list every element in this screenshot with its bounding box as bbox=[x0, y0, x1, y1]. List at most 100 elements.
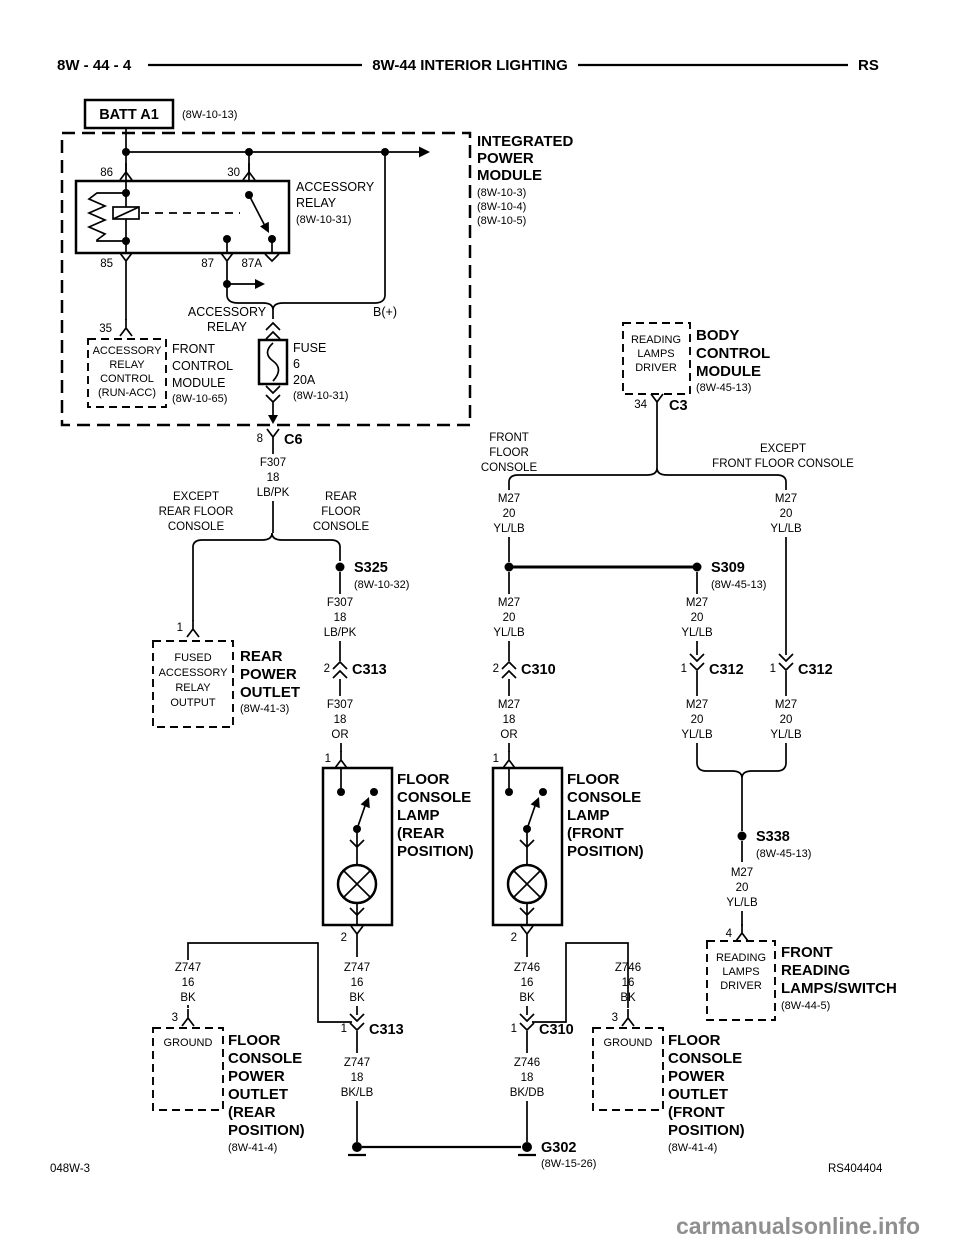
relay-name: RELAY bbox=[296, 196, 337, 210]
relay-pin87a-icon bbox=[264, 253, 280, 262]
relay-box bbox=[74, 179, 291, 255]
ground-box-label: GROUND bbox=[164, 1037, 213, 1049]
s338-splice-icon bbox=[737, 831, 747, 841]
s309-name: S309 bbox=[711, 560, 745, 576]
bplus-label: B(+) bbox=[373, 305, 397, 319]
page-title: 8W-44 INTERIOR LIGHTING bbox=[372, 57, 568, 74]
branch-label: FLOOR bbox=[489, 447, 529, 459]
floor-console-lamp-rear: 1 2 FLOOR CONSOLE LAMP (REAR POSITION) bbox=[321, 750, 474, 944]
g302-ref: (8W-15-26) bbox=[541, 1158, 596, 1170]
ground-pin-label: 3 bbox=[612, 1012, 618, 1024]
c6-pin-label: 8 bbox=[257, 433, 263, 445]
battery-bus bbox=[122, 146, 430, 158]
wire-gauge: 20 bbox=[736, 882, 749, 894]
fcm-function: ACCESSORY bbox=[93, 345, 163, 357]
bcm-function: LAMPS bbox=[637, 348, 674, 360]
ipm-ref: (8W-10-3) bbox=[477, 187, 526, 199]
s325-splice-icon bbox=[335, 562, 345, 572]
wire-gauge: 18 bbox=[521, 1072, 534, 1084]
c3-name: C3 bbox=[669, 398, 688, 414]
lamp-name: CONSOLE bbox=[567, 789, 641, 806]
lamp-pin2-icon bbox=[520, 925, 534, 944]
wire-color: BK bbox=[180, 992, 196, 1004]
s309-ref: (8W-45-13) bbox=[711, 579, 766, 591]
lamp-name: LAMP bbox=[397, 807, 440, 824]
rpo-name: REAR bbox=[240, 648, 283, 665]
relay-name: ACCESSORY bbox=[296, 180, 375, 194]
ipm-name: POWER bbox=[477, 150, 534, 167]
wire-code: Z746 bbox=[514, 1057, 540, 1069]
bus-arrow-icon bbox=[419, 146, 430, 158]
rear-outlet-ground-pin-icon bbox=[181, 1008, 195, 1027]
c310-name: C310 bbox=[521, 662, 556, 678]
branch-label: FRONT bbox=[489, 432, 529, 444]
bcm-name: MODULE bbox=[696, 363, 761, 380]
wire-color: OR bbox=[331, 729, 348, 741]
frls-pin-label: 4 bbox=[726, 928, 733, 940]
relay-pin87-label: 87 bbox=[201, 258, 214, 270]
lamp-switch-arm bbox=[526, 805, 536, 830]
wire-color: YL/LB bbox=[681, 627, 713, 639]
front-outlet-name: POSITION) bbox=[668, 1122, 745, 1139]
wire-gauge: 20 bbox=[691, 714, 704, 726]
c313-name: C313 bbox=[369, 1022, 404, 1038]
c312-name: C312 bbox=[709, 662, 744, 678]
branch-label: EXCEPT bbox=[173, 491, 219, 503]
rpo-function: RELAY bbox=[175, 682, 211, 694]
rear-power-outlet: 1 FUSED ACCESSORY RELAY OUTPUT REAR POWE… bbox=[152, 546, 300, 728]
bcm-ref: (8W-45-13) bbox=[696, 382, 751, 394]
bcm-function: READING bbox=[631, 334, 681, 346]
frls-function-box bbox=[706, 940, 776, 1021]
wire-code: M27 bbox=[775, 493, 797, 505]
s338-merge: S338 (8W-45-13) M27 20 YL/LB 4 READING L… bbox=[696, 763, 897, 1021]
lamp-name: FLOOR bbox=[567, 771, 620, 788]
relay-output-arrow-icon bbox=[255, 279, 265, 289]
wire-code: Z747 bbox=[344, 962, 370, 974]
lamp-pin2-icon bbox=[350, 925, 364, 944]
branch-label: EXCEPT bbox=[760, 443, 806, 455]
front-outlet-ground-box bbox=[592, 1027, 664, 1111]
footer-drawing-code: 048W-3 bbox=[50, 1163, 90, 1175]
relay-pin87-icon bbox=[220, 252, 234, 271]
front-branch-split: FRONT FLOOR CONSOLE EXCEPT FRONT FLOOR C… bbox=[481, 432, 854, 482]
wire-gauge: 18 bbox=[351, 1072, 364, 1084]
s309-column: S309 (8W-45-13) M27 20 YL/LB 1 C312 M27 … bbox=[681, 560, 766, 764]
rpo-function: OUTPUT bbox=[170, 697, 216, 709]
relay-resistor-icon bbox=[86, 192, 126, 242]
wire-gauge: 18 bbox=[334, 714, 347, 726]
vehicle-code: RS bbox=[858, 57, 879, 74]
branch-label: REAR FLOOR bbox=[159, 506, 234, 518]
wire-color: OR bbox=[500, 729, 517, 741]
rpo-function-box bbox=[152, 640, 234, 728]
wire-color: YL/LB bbox=[770, 523, 802, 535]
floor-console-lamp-front: 1 2 FLOOR CONSOLE LAMP (FRONT POSITION) bbox=[491, 750, 644, 944]
c3-pin-icon bbox=[650, 393, 664, 412]
front-ground-chain: Z746 16 BK Z746 16 BK 3 GROUND FLOOR CON… bbox=[510, 942, 745, 1170]
frls-pin-icon bbox=[735, 923, 749, 942]
wire-color: BK bbox=[519, 992, 535, 1004]
wire-gauge: 16 bbox=[182, 977, 195, 989]
wire-gauge: 20 bbox=[503, 612, 516, 624]
fcm-pin35-label: 35 bbox=[99, 323, 112, 335]
wire-code: M27 bbox=[498, 597, 520, 609]
frls-name: READING bbox=[781, 962, 850, 979]
page-code: 8W - 44 - 4 bbox=[57, 57, 132, 74]
fuse-box bbox=[257, 338, 289, 386]
wire-gauge: 16 bbox=[521, 977, 534, 989]
wire-code: M27 bbox=[686, 699, 708, 711]
c310-ground-connector-icon bbox=[519, 1013, 535, 1031]
fuse-rating: 20A bbox=[293, 373, 316, 387]
wire-color: BK bbox=[349, 992, 365, 1004]
relay-pin87a-label: 87A bbox=[242, 258, 263, 270]
bcm-function-box bbox=[622, 322, 691, 395]
except-front-console-column: M27 20 YL/LB 1 C312 M27 20 YL/LB bbox=[770, 481, 833, 764]
frls-ref: (8W-44-5) bbox=[781, 1000, 830, 1012]
s325-branch: S325 (8W-10-32) F307 18 LB/PK 2 C313 F30… bbox=[324, 546, 409, 752]
c6-pin-icon bbox=[266, 428, 280, 447]
wire-code: M27 bbox=[686, 597, 708, 609]
c310-pin-label: 1 bbox=[511, 1023, 517, 1035]
front-outlet-name: POWER bbox=[668, 1068, 725, 1085]
rear-branch-split: EXCEPT REAR FLOOR CONSOLE REAR FLOOR CON… bbox=[159, 491, 369, 547]
